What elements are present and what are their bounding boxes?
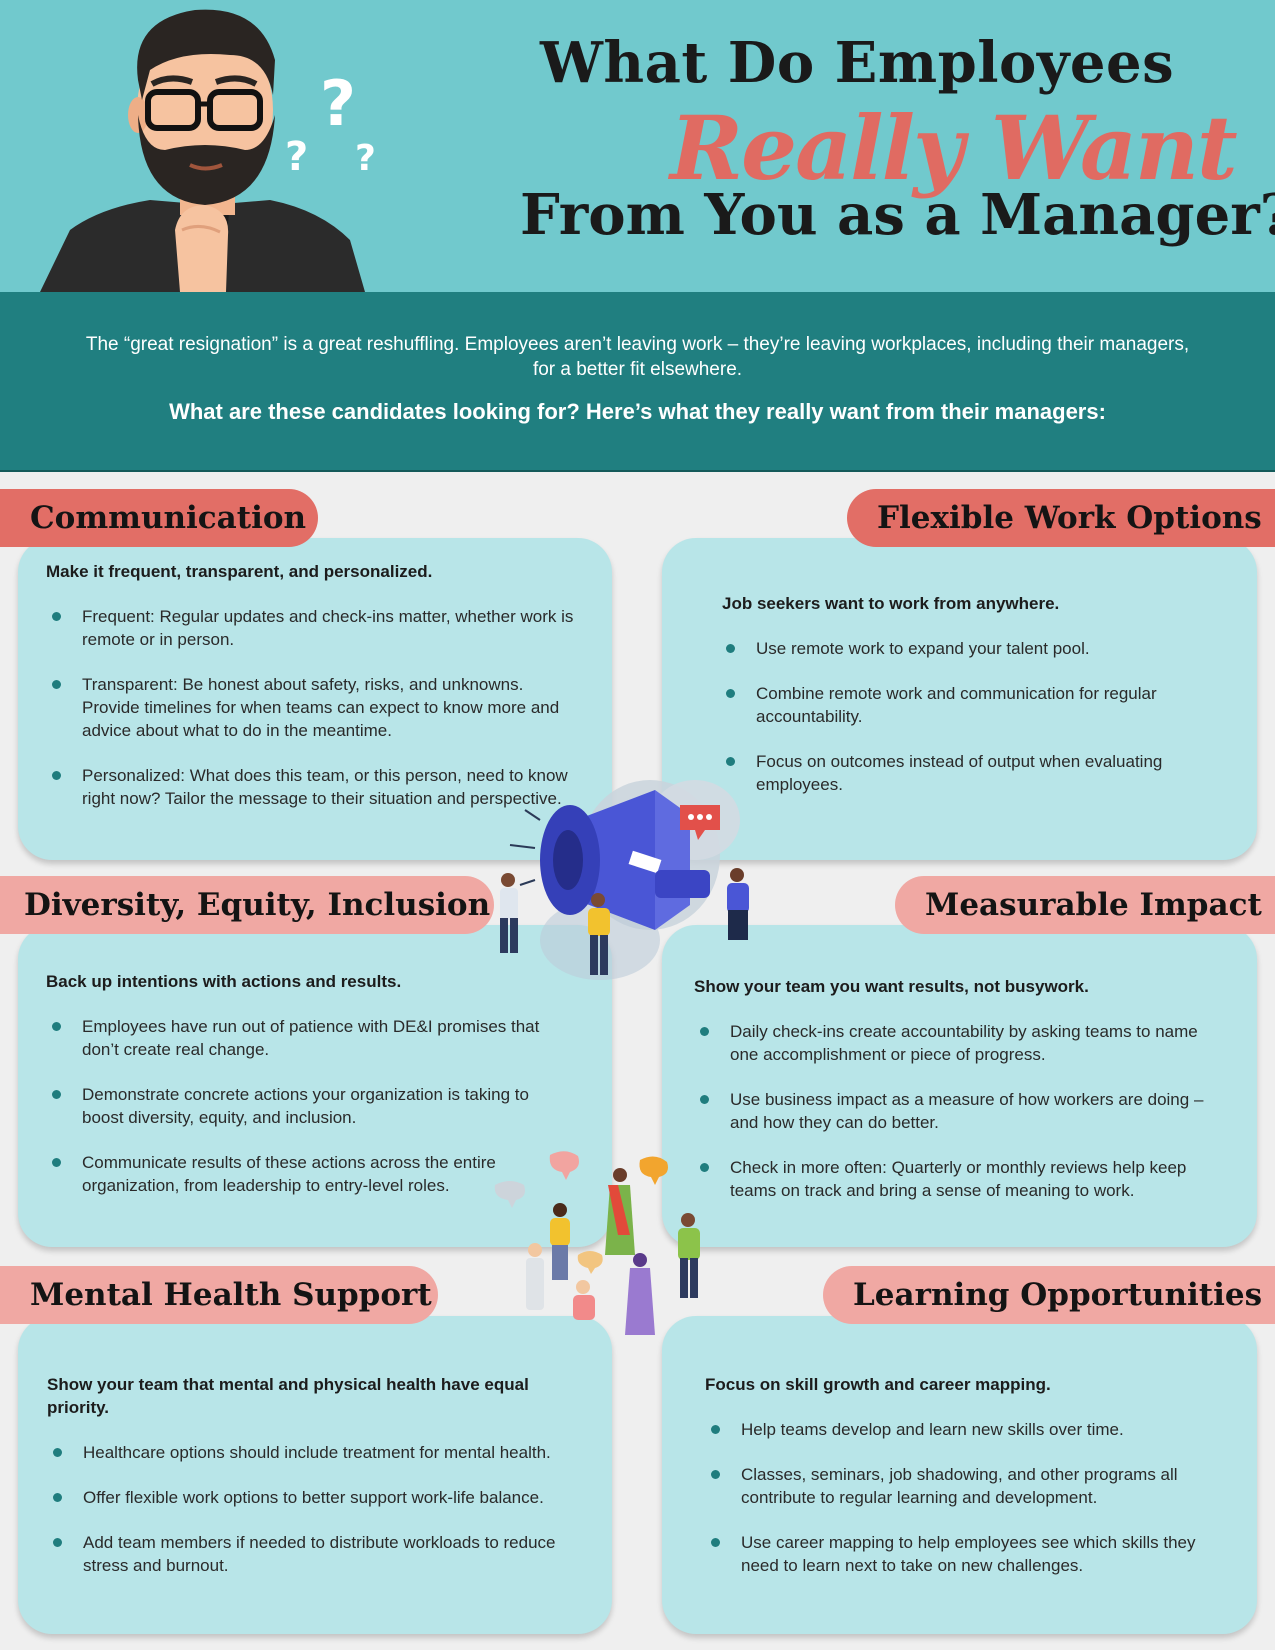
list-item: Check in more often: Quarterly or monthl… [698, 1156, 1218, 1202]
intro-band: The “great resignation” is a great reshu… [0, 292, 1275, 472]
card-heading: Show your team you want results, not bus… [694, 977, 1089, 996]
megaphone-icon [500, 780, 749, 980]
title-line-3: From You as a Manager? [520, 182, 1275, 248]
list-item: Classes, seminars, job shadowing, and ot… [709, 1463, 1229, 1509]
list-item: Daily check-ins create accountability by… [698, 1020, 1218, 1066]
card-learning: Focus on skill growth and career mapping… [662, 1316, 1257, 1634]
section-title-flexible-work: Flexible Work Options [847, 489, 1275, 547]
section-title-dei: Diversity, Equity, Inclusion [0, 876, 494, 934]
bullet-list: Healthcare options should include treatm… [51, 1441, 591, 1599]
section-title-measurable-impact: Measurable Impact [895, 876, 1275, 934]
list-item: Employees have run out of patience with … [50, 1015, 550, 1061]
list-item: Use business impact as a measure of how … [698, 1088, 1218, 1134]
list-item: Focus on outcomes instead of output when… [724, 750, 1224, 796]
header-banner: ? ? ? What Do Employees Really Want From… [0, 0, 1275, 292]
list-item: Communicate results of these actions acr… [50, 1151, 550, 1197]
title-line-1: What Do Employees [540, 30, 1175, 96]
list-item: Offer flexible work options to better su… [51, 1486, 591, 1509]
bullet-list: Frequent: Regular updates and check-ins … [50, 605, 580, 832]
card-heading: Back up intentions with actions and resu… [46, 972, 402, 991]
list-item: Frequent: Regular updates and check-ins … [50, 605, 580, 651]
list-item: Help teams develop and learn new skills … [709, 1418, 1229, 1441]
card-heading: Show your team that mental and physical … [47, 1375, 529, 1417]
card-heading: Job seekers want to work from anywhere. [722, 594, 1060, 613]
bullet-list: Employees have run out of patience with … [50, 1015, 550, 1219]
card-measurable-impact: Show your team you want results, not bus… [662, 925, 1257, 1247]
list-item: Use remote work to expand your talent po… [724, 637, 1224, 660]
card-heading: Focus on skill growth and career mapping… [705, 1375, 1051, 1394]
title-line-2: Really Want [670, 96, 1238, 200]
list-item: Transparent: Be honest about safety, ris… [50, 673, 580, 742]
card-communication: Make it frequent, transparent, and perso… [18, 538, 612, 860]
list-item: Add team members if needed to distribute… [51, 1531, 591, 1577]
card-dei: Back up intentions with actions and resu… [18, 925, 612, 1247]
thinking-man-icon: ? ? ? [40, 9, 376, 292]
intro-lead: The “great resignation” is a great reshu… [85, 334, 1190, 380]
svg-text:?: ? [355, 138, 376, 179]
people-group-icon [494, 1151, 700, 1335]
card-flexible-work: Job seekers want to work from anywhere. … [662, 538, 1257, 860]
section-title-communication: Communication [0, 489, 318, 547]
bullet-list: Use remote work to expand your talent po… [724, 637, 1224, 818]
bullet-list: Daily check-ins create accountability by… [698, 1020, 1218, 1224]
list-item: Demonstrate concrete actions your organi… [50, 1083, 550, 1129]
list-item: Use career mapping to help employees see… [709, 1531, 1229, 1577]
intro-question: What are these candidates looking for? H… [169, 399, 1106, 424]
section-title-learning: Learning Opportunities [823, 1266, 1275, 1324]
list-item: Combine remote work and communication fo… [724, 682, 1224, 728]
list-item: Personalized: What does this team, or th… [50, 764, 580, 810]
card-heading: Make it frequent, transparent, and perso… [46, 562, 433, 581]
section-title-mental-health: Mental Health Support [0, 1266, 438, 1324]
list-item: Healthcare options should include treatm… [51, 1441, 591, 1464]
svg-text:?: ? [320, 67, 356, 140]
bullet-list: Help teams develop and learn new skills … [709, 1418, 1229, 1599]
card-mental-health: Show your team that mental and physical … [18, 1316, 612, 1634]
svg-text:?: ? [285, 134, 308, 180]
